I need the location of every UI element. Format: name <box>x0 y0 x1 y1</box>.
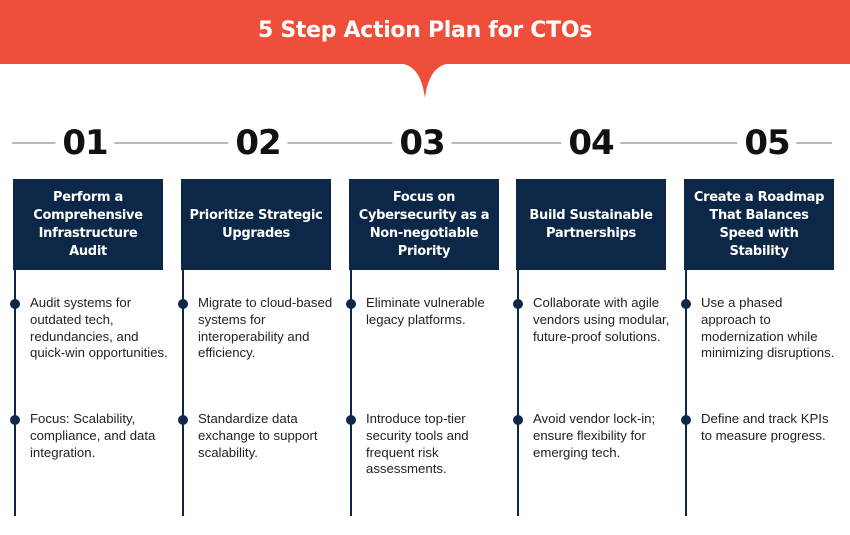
bullet-dot-icon <box>346 415 356 425</box>
bullet-dot-icon <box>681 299 691 309</box>
step-title: Build Sustainable Partnerships <box>529 207 653 241</box>
bullet-dot-icon <box>681 415 691 425</box>
bullet-dot-icon <box>346 299 356 309</box>
step-column-4: Build Sustainable Partnerships Collabora… <box>513 179 670 519</box>
step-number-05: 05 <box>737 122 797 164</box>
step-number-01: 01 <box>55 122 115 164</box>
bullet-text: Audit systems for outdated tech, redunda… <box>30 295 168 361</box>
step-number-03: 03 <box>392 122 452 164</box>
bullet-text: Standardize data exchange to support sca… <box>198 411 318 460</box>
step-column-1: Perform a Comprehensive Infrastructure A… <box>10 179 168 519</box>
bullet-text: Avoid vendor lock-in; ensure flexibility… <box>533 411 656 460</box>
step-title: Perform a Comprehensive Infrastructure A… <box>33 189 143 259</box>
step-connector-line <box>517 270 519 516</box>
page-title: 5 Step Action Plan for CTOs <box>257 17 593 43</box>
step-column-3: Focus on Cybersecurity as a Non-negotiab… <box>346 179 501 519</box>
step-card: Focus on Cybersecurity as a Non-negotiab… <box>349 179 499 270</box>
step-connector-line <box>685 270 687 516</box>
step-title: Create a Roadmap That Balances Speed wit… <box>693 189 825 259</box>
bullet-dot-icon <box>10 415 20 425</box>
bullet-text: Migrate to cloud-based systems for inter… <box>198 295 333 361</box>
bullet-text: Introduce top-tier security tools and fr… <box>366 411 469 477</box>
bullet-text: Use a phased approach to modernization w… <box>701 295 835 361</box>
step-number-04: 04 <box>561 122 621 164</box>
bullet-dot-icon <box>178 299 188 309</box>
header-banner: 5 Step Action Plan for CTOs <box>0 0 850 64</box>
step-number-02: 02 <box>228 122 288 164</box>
bullet-dot-icon <box>178 415 188 425</box>
step-card: Build Sustainable Partnerships <box>516 179 666 270</box>
step-column-2: Prioritize Strategic Upgrades Migrate to… <box>178 179 333 519</box>
bullet-text: Focus: Scalability, compliance, and data… <box>30 411 156 460</box>
step-card: Perform a Comprehensive Infrastructure A… <box>13 179 163 270</box>
bullet-dot-icon <box>513 415 523 425</box>
bullet-text: Collaborate with agile vendors using mod… <box>533 295 670 344</box>
step-column-5: Create a Roadmap That Balances Speed wit… <box>681 179 836 519</box>
step-card: Prioritize Strategic Upgrades <box>181 179 331 270</box>
step-title: Focus on Cybersecurity as a Non-negotiab… <box>358 189 490 259</box>
step-connector-line <box>182 270 184 516</box>
step-connector-line <box>14 270 16 516</box>
bullet-text: Eliminate vulnerable legacy platforms. <box>366 295 485 327</box>
step-title: Prioritize Strategic Upgrades <box>189 207 323 241</box>
bullet-dot-icon <box>513 299 523 309</box>
step-connector-line <box>350 270 352 516</box>
step-card: Create a Roadmap That Balances Speed wit… <box>684 179 834 270</box>
bullet-dot-icon <box>10 299 20 309</box>
bullet-text: Define and track KPIs to measure progres… <box>701 411 829 443</box>
banner-pointer-icon <box>395 63 455 98</box>
